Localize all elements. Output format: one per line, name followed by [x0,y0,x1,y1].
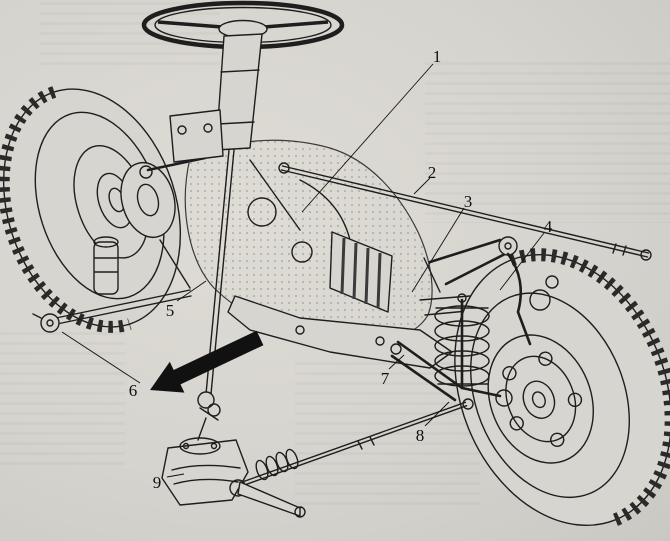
direction-arrow [150,330,264,393]
callout-9: 9 [153,473,162,492]
callout-6: 6 [129,381,138,400]
callout-numbers: 1 2 3 4 5 6 7 8 9 [129,47,553,492]
callout-3: 3 [464,192,473,211]
left-tie-rod [32,289,192,333]
callout-2: 2 [428,163,437,182]
callout-1: 1 [433,47,442,66]
lower-control-arm [390,340,513,407]
steering-gearbox [161,437,306,518]
callout-5: 5 [166,301,175,320]
callout-leaders [61,63,545,478]
callout-8: 8 [416,426,425,445]
left-damper [93,236,119,295]
universal-joint [197,391,221,441]
upper-control-arm [423,236,559,346]
callout-7: 7 [381,369,390,388]
steering-wheel [141,0,345,50]
coil-spring [434,293,490,390]
left-brake-hub [120,156,207,289]
callout-4: 4 [544,217,553,236]
center-tie-rod [240,398,474,487]
steering-column [169,33,263,163]
left-wheel [0,86,182,333]
right-wheel [454,248,670,527]
drag-link [278,162,652,261]
